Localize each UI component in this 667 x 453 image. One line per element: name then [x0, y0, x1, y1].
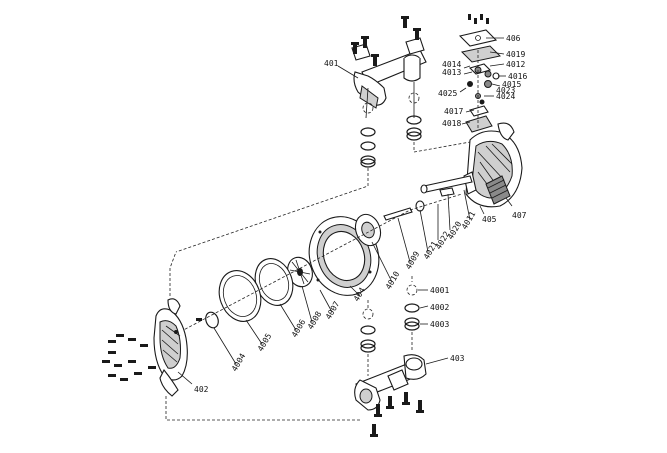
label-4006: 4006 [290, 318, 308, 339]
leader-lines [177, 37, 513, 385]
label-403: 403 [450, 354, 465, 363]
shaft-parts [383, 175, 473, 221]
label-4010: 4010 [384, 270, 402, 291]
label-4008: 4008 [306, 310, 324, 331]
label-4001: 4001 [430, 286, 449, 295]
label-405: 405 [482, 215, 497, 224]
left-top-seals [175, 102, 376, 253]
label-4003: 4003 [430, 320, 449, 329]
air-valve-parts [458, 14, 502, 133]
label-4023: 4023 [496, 86, 515, 95]
right-center-body [463, 122, 523, 208]
label-4017: 4017 [444, 107, 463, 116]
label-4013: 4013 [442, 68, 461, 77]
outlet-manifold [354, 354, 427, 411]
label-4014: 4014 [442, 60, 461, 69]
label-4021: 4021 [422, 240, 440, 261]
label-407: 407 [512, 211, 527, 220]
mid-seal-stack [360, 300, 376, 376]
label-4015: 4015 [502, 80, 521, 89]
label-4024: 4024 [496, 92, 515, 101]
left-chamber [153, 251, 360, 421]
lower-seal-stack [404, 276, 420, 352]
label-4019: 4019 [506, 50, 525, 59]
label-4025: 4025 [438, 89, 457, 98]
bottom-bolts [370, 392, 424, 437]
label-4011: 4011 [460, 210, 478, 231]
label-4004: 4004 [230, 352, 248, 373]
top-bolts [351, 16, 421, 66]
right-top-seals [406, 92, 471, 153]
label-4016: 4016 [508, 72, 527, 81]
label-4018: 4018 [442, 119, 461, 128]
label-402: 402 [194, 385, 209, 394]
label-401: 401 [324, 59, 339, 68]
label-4002: 4002 [430, 303, 449, 312]
label-406: 406 [506, 34, 521, 43]
label-4005: 4005 [256, 332, 274, 353]
label-4012: 4012 [506, 60, 525, 69]
left-bolts [102, 318, 202, 381]
diaphragm-assembly [175, 209, 411, 335]
label-4009: 4009 [404, 250, 422, 271]
